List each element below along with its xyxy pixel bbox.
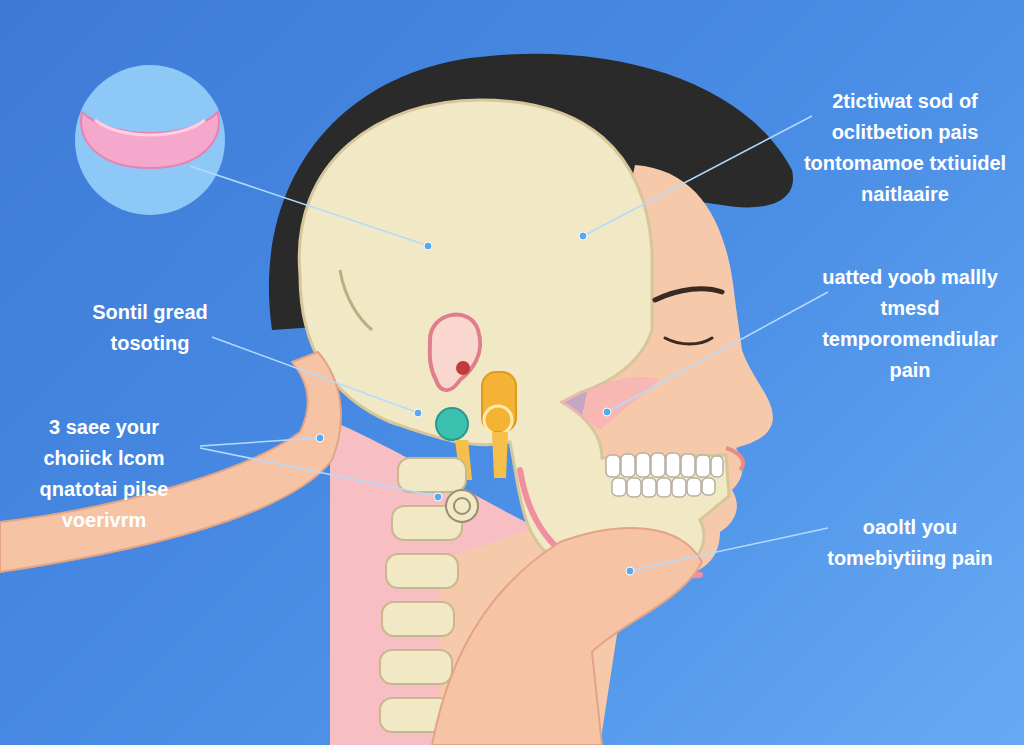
ear [430,315,480,391]
callout-label: uatted yoob mallly tmesd temporomendiula… [819,262,1001,386]
skull-temple [340,270,372,330]
joint-condyle [436,408,468,440]
ear-canal [456,361,470,375]
eyebrow [655,289,722,300]
mouthguard-rim [95,120,205,135]
left-hand [0,352,341,572]
vertebra-ring [454,498,470,514]
skull [299,100,729,572]
callout-label: 3 saee your choiick lcom qnatotai pilse … [16,412,192,536]
vertebra-ring [446,490,478,522]
joint-ring [484,406,512,434]
callout-label: oaoltl you tomebiytiing pain [815,512,1005,574]
lips [726,448,743,470]
callout-label: 2tictiwat sod of oclitbetion pais tontom… [792,86,1018,210]
closed-eye [665,338,712,344]
teeth [606,453,723,497]
callout-label: Sontil gread tosoting [88,297,212,359]
leader-lines [190,116,828,570]
inset-circle [75,65,225,215]
lower-hand [432,528,702,745]
cheek-area [560,377,660,430]
joint-process [492,432,508,478]
mouthguard [81,112,219,168]
leader-dots [316,232,634,575]
